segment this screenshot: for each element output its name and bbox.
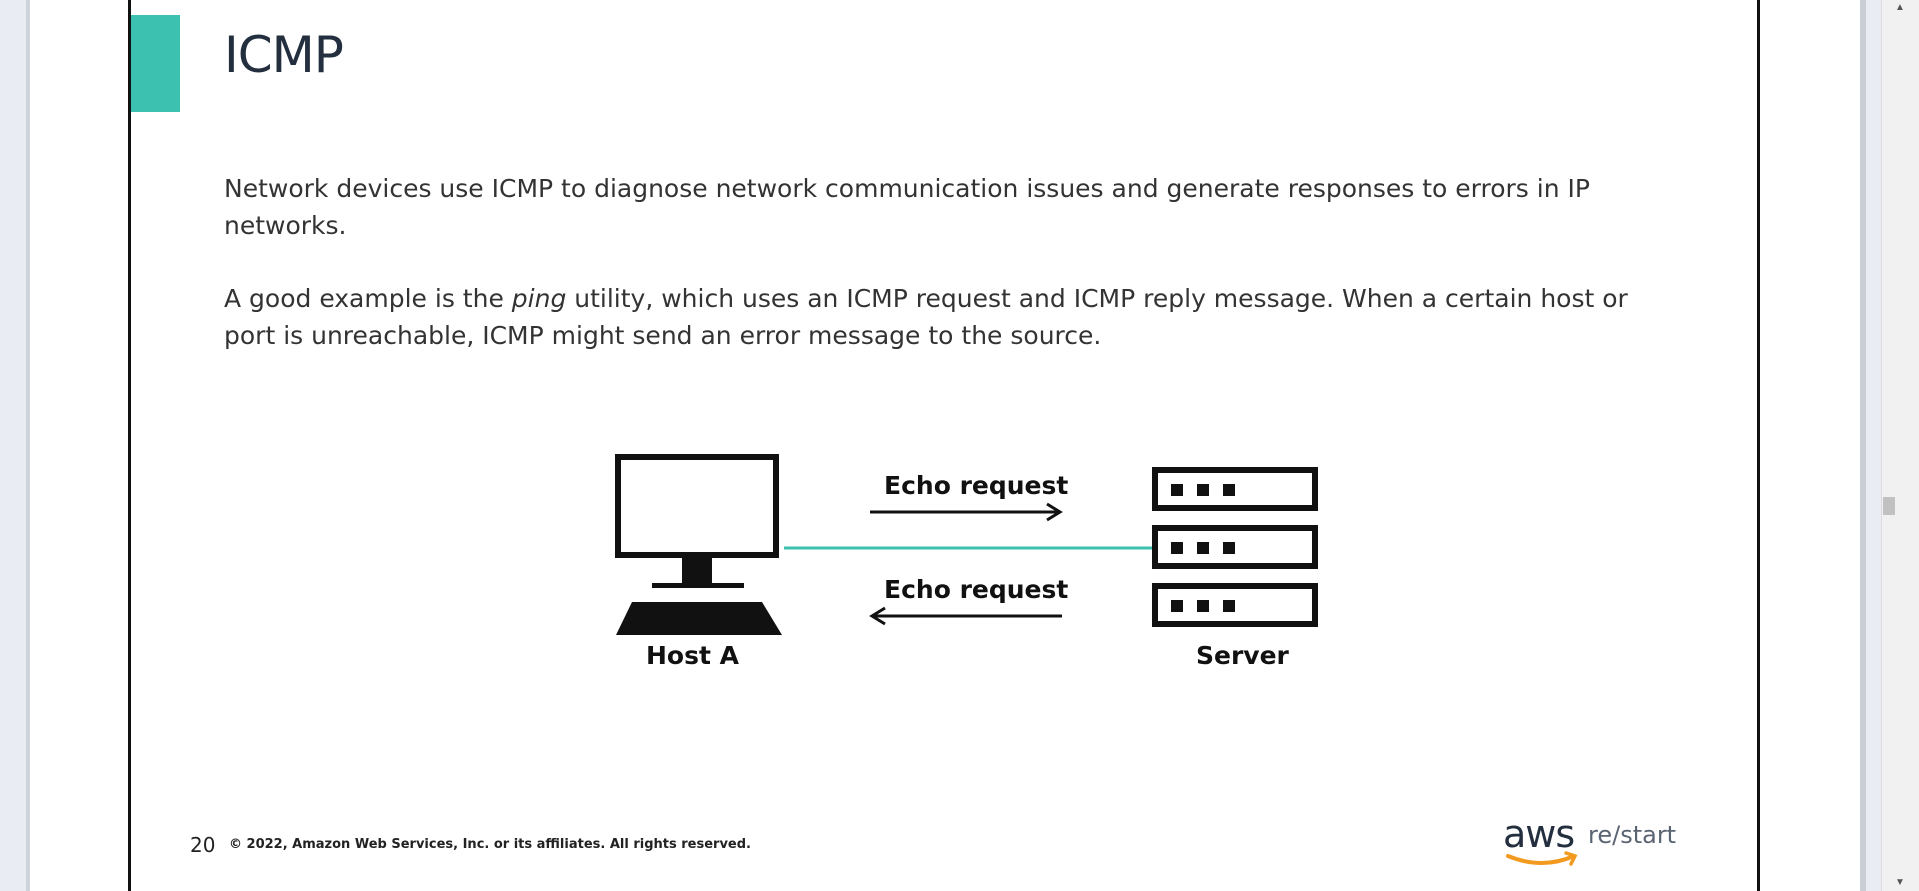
scroll-up-icon[interactable]: ▲ [1895, 2, 1905, 13]
scroll-down-icon[interactable]: ▼ [1895, 877, 1905, 888]
paragraph-2-part2: utility, which uses an ICMP request and … [224, 284, 1628, 350]
vertical-scrollbar[interactable]: ▲ ▼ [1881, 0, 1919, 891]
paragraph-2: A good example is the ping utility, whic… [224, 280, 1644, 354]
icmp-diagram: Echo request Echo request Host A Server [600, 445, 1340, 685]
logo-restart-text: re/start [1588, 821, 1677, 849]
diagram-graphics [615, 454, 1318, 635]
slide [128, 0, 1760, 891]
aws-restart-logo: aws re/start [1500, 812, 1680, 870]
logo-aws-text: aws [1503, 812, 1575, 856]
paragraph-2-emphasis: ping [511, 284, 567, 313]
aws-smile-icon [1506, 851, 1578, 866]
scrollbar-thumb[interactable] [1883, 497, 1895, 515]
title-accent-bar [131, 15, 180, 112]
copyright-notice: © 2022, Amazon Web Services, Inc. or its… [229, 837, 751, 852]
arrow-right-icon [870, 502, 1063, 522]
slide-number: 20 [190, 833, 216, 857]
page-shadow [1860, 0, 1866, 891]
echo-request-bottom-label: Echo request [884, 575, 1069, 604]
echo-request-top-label: Echo request [884, 471, 1069, 500]
arrow-left-icon [869, 606, 1062, 626]
slide-title: ICMP [224, 26, 344, 84]
paragraph-2-part1: A good example is the [224, 284, 512, 313]
computer-icon [615, 454, 782, 635]
paragraph-1: Network devices use ICMP to diagnose net… [224, 174, 1590, 240]
server-label: Server [1196, 641, 1289, 670]
page-shadow [26, 0, 30, 891]
host-a-label: Host A [646, 641, 739, 670]
server-icon [1152, 467, 1318, 627]
